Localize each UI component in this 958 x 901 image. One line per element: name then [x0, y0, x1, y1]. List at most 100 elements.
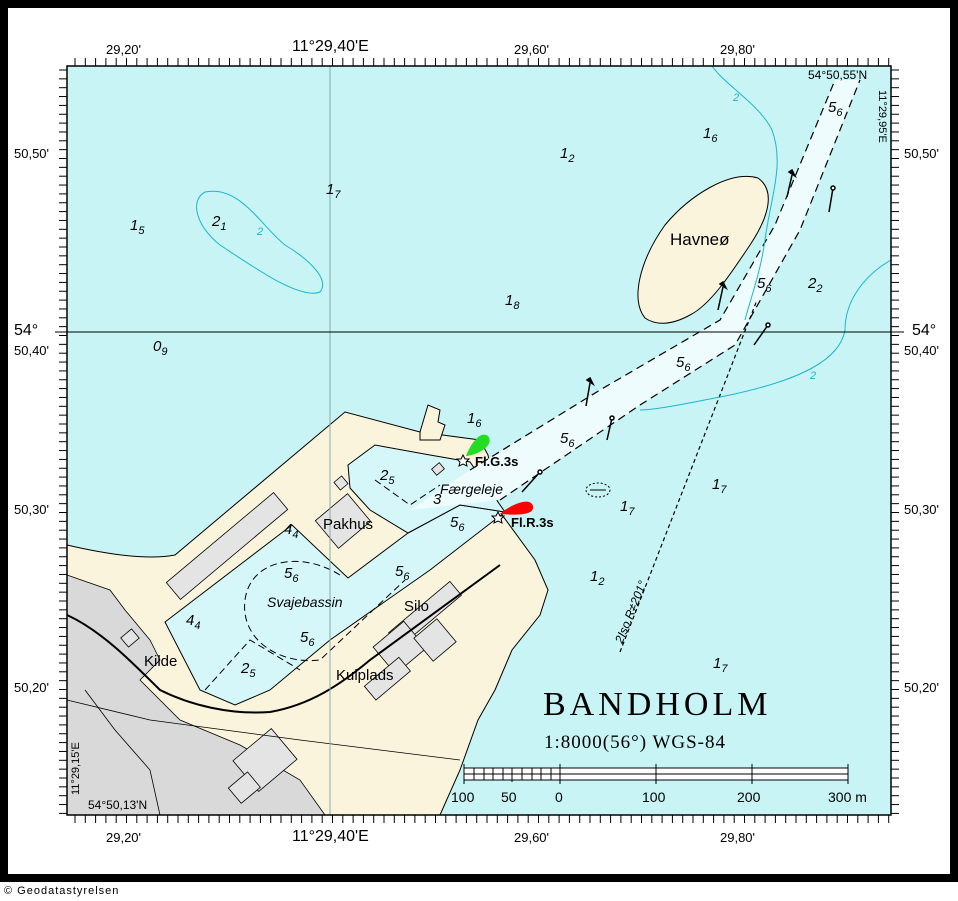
corner-right-vertical: 11°29,95'E — [876, 90, 888, 143]
buoys — [521, 168, 836, 493]
buildings — [120, 462, 462, 804]
depth-sounding: 09 — [153, 338, 168, 358]
depth-sounding: 56 — [450, 514, 465, 534]
kulplads-building-1 — [372, 620, 427, 675]
depth-sounding: 44 — [186, 612, 201, 632]
left-label-4: 50,30' — [14, 502, 50, 517]
depth-sounding: 56 — [284, 565, 299, 585]
island-name: Havneø — [670, 230, 730, 249]
depth-sounding: 21 — [212, 213, 227, 233]
depth-sounding: 17 — [713, 655, 728, 675]
depth-sounding: 12 — [590, 568, 605, 588]
contour-2m-east — [639, 259, 892, 411]
depth-sounding: 16 — [467, 410, 482, 430]
pier — [419, 404, 446, 441]
chart-title: BANDHOLM — [543, 686, 772, 723]
depth-sounding: 17 — [620, 498, 635, 518]
havneo-island — [637, 176, 769, 324]
top-label-1: 29,20' — [106, 42, 142, 57]
copyright-notice: © Geodatastyrelsen — [4, 885, 120, 897]
nautical-chart — [55, 58, 904, 823]
left-label-1: 50,50' — [14, 146, 50, 161]
depth-sounding: 44 — [284, 521, 299, 541]
faergeleje-label: Færgeleje — [440, 481, 504, 497]
scalebar-label: 100 — [642, 789, 666, 805]
depth-sounding: 12 — [560, 145, 575, 165]
contour-label: 2 — [733, 92, 740, 104]
scalebar-label: 200 — [737, 789, 761, 805]
svajebassin-depth-limit — [244, 560, 406, 662]
depth-sounding: 56 — [300, 629, 315, 649]
depth-sounding: 15 — [130, 217, 145, 237]
corner-bottom-left: 54°50,13'N — [88, 798, 148, 812]
depth-sounding: 16 — [703, 125, 718, 145]
depth-sounding: 17 — [326, 181, 341, 201]
kulplads-label: Kulplads — [336, 667, 394, 684]
light-stars — [455, 453, 506, 524]
kulplads-building-3 — [363, 656, 411, 701]
depth-sounding: 3 — [433, 491, 442, 508]
obstruction-symbol — [585, 482, 611, 498]
depth-sounding: 56 — [560, 430, 575, 450]
scalebar-label: 0 — [555, 789, 563, 805]
road — [66, 699, 461, 761]
corner-top-right: 54°50,55'N — [808, 68, 868, 82]
silo-label: Silo — [404, 598, 430, 615]
bottom-label-1: 29,20' — [106, 830, 142, 845]
scalebar-label: 50 — [501, 789, 517, 805]
map-border — [66, 65, 892, 816]
depth-sounding: 25 — [380, 467, 395, 487]
red-light-label: Fl.R.3s — [511, 515, 554, 530]
top-label-2: 11°29,40'E — [292, 38, 369, 55]
pakhus-building — [314, 493, 372, 549]
bottom-label-2: 11°29,40'E — [292, 828, 369, 845]
kulplads-building-2 — [413, 618, 457, 662]
shed-2 — [431, 462, 445, 476]
red-light-flare — [500, 501, 534, 515]
right-label-3: 50,40' — [904, 343, 940, 358]
right-label-1: 50,50' — [904, 146, 940, 161]
top-label-4: 29,80' — [720, 42, 756, 57]
scalebar-label: 300 m — [828, 789, 867, 805]
depth-sounding: 17 — [712, 476, 727, 496]
right-label-5: 50,20' — [904, 680, 940, 695]
bottom-label-3: 29,60' — [514, 830, 550, 845]
contour-label: 2 — [810, 370, 817, 382]
svajebassin-label: Svajebassin — [267, 594, 343, 610]
shed-1 — [333, 475, 349, 491]
contour-label: 2 — [257, 226, 264, 238]
basin-partition-line — [204, 639, 301, 691]
depth-sounding: 18 — [505, 292, 520, 312]
channel-limit-north — [469, 79, 836, 471]
pakhus-label: Pakhus — [323, 516, 374, 533]
depth-sounding: 56 — [757, 275, 772, 295]
depth-sounding: 56 — [395, 563, 410, 583]
contour-2m-north — [711, 65, 778, 321]
kilde-building — [120, 628, 140, 648]
faergeleje-depth-limit — [374, 479, 441, 506]
corner-left-vertical: 11°29,15'E — [70, 742, 82, 795]
depth-sounding: 56 — [828, 99, 843, 119]
faergeleje-basin — [347, 444, 507, 534]
depth-sounding: 22 — [808, 275, 823, 295]
green-light-flare — [466, 434, 490, 456]
green-light-label: Fl.G.3s — [475, 454, 519, 469]
left-label-5: 50,20' — [14, 680, 50, 695]
road-2 — [84, 689, 161, 816]
bottom-label-4: 29,80' — [720, 830, 756, 845]
building-south-2 — [227, 771, 261, 804]
right-label-2: 54° — [912, 322, 937, 339]
contour-2m-west — [196, 190, 323, 294]
border-ticks — [59, 58, 899, 823]
left-label-2: 54° — [14, 322, 39, 339]
top-label-3: 29,60' — [514, 42, 550, 57]
svajebassin-basin — [164, 504, 507, 706]
depth-sounding: 25 — [241, 660, 256, 680]
kilde-label: Kilde — [144, 653, 178, 670]
scale-bar — [463, 764, 849, 784]
chart-scale: 1:8000(56°) WGS-84 — [544, 732, 726, 753]
scalebar-label: 100 — [451, 789, 475, 805]
left-label-3: 50,40' — [14, 343, 50, 358]
right-label-4: 50,30' — [904, 502, 940, 517]
warehouse-long — [165, 492, 289, 600]
